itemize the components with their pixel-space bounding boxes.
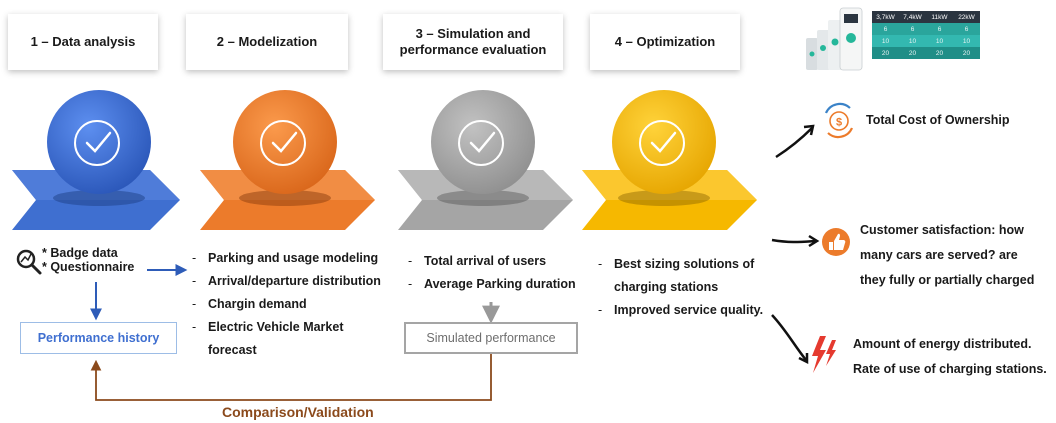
check-icon: [458, 120, 504, 166]
list-item: Best sizing solutions of: [598, 253, 778, 276]
energy-line: Rate of use of charging stations.: [853, 362, 1047, 376]
table-cell: 20: [962, 49, 971, 57]
table-cell: 20: [881, 49, 890, 57]
tco-label: Total Cost of Ownership: [866, 113, 1010, 127]
magnifier-chart-icon: [16, 249, 42, 275]
list-item: Average Parking duration: [408, 273, 598, 296]
list-item: Parking and usage modeling: [192, 247, 402, 270]
table-cell: 6: [910, 25, 915, 33]
list-item: Total arrival of users: [408, 250, 598, 273]
stage-3-circle: [431, 90, 535, 194]
table-cell: 20: [935, 49, 944, 57]
table-cell: 6: [883, 25, 888, 33]
badge-data-label: * Badge data: [42, 246, 118, 260]
tco-arrow: [775, 127, 813, 159]
table-header: 22kW: [958, 13, 975, 21]
lightning-icon: [812, 336, 836, 373]
stage-1-title: 1 – Data analysis: [8, 14, 158, 70]
check-icon: [639, 120, 685, 166]
performance-history-box: Performance history: [20, 322, 177, 354]
stage-3-title: 3 – Simulation and performance evaluatio…: [383, 14, 563, 70]
stage-3-graphic: [398, 90, 573, 230]
table-cell: 6: [937, 25, 942, 33]
modelization-list: Parking and usage modeling Arrival/depar…: [192, 247, 402, 362]
data-sources: * Badge data * Questionnaire: [42, 246, 134, 274]
thumbs-up-icon: [822, 228, 850, 256]
list-item: Arrival/departure distribution: [192, 270, 402, 293]
stage-2-title: 2 – Modelization: [186, 14, 348, 70]
optimization-list: Best sizing solutions of charging statio…: [598, 253, 778, 322]
satisfaction-line: many cars are served? are: [860, 248, 1018, 262]
list-item: Chargin demand: [192, 293, 402, 316]
table-cell: 10: [935, 37, 944, 45]
satisfaction-arrow: [771, 238, 816, 244]
stage-4-graphic: [582, 90, 757, 230]
table-header: 11kW: [931, 13, 948, 21]
table-cell: 10: [908, 37, 917, 45]
satisfaction-line: Customer satisfaction: how: [860, 223, 1024, 237]
list-item: charging stations: [614, 280, 719, 294]
stage-2-graphic: [200, 90, 375, 230]
validation-label: Comparison/Validation: [222, 404, 374, 420]
stage-4-title: 4 – Optimization: [590, 14, 740, 70]
table-cell: 20: [908, 49, 917, 57]
dollar-cycle-icon: $: [824, 102, 854, 139]
table-header: 3,7kW: [876, 13, 895, 21]
stage-1-graphic: [12, 90, 180, 230]
simulation-list: Total arrival of users Average Parking d…: [408, 250, 598, 296]
list-item: Improved service quality.: [598, 299, 778, 322]
satisfaction-label: Customer satisfaction: how many cars are…: [860, 218, 1034, 293]
validation-loop-arrow: [90, 350, 492, 401]
check-icon: [74, 120, 120, 166]
stage-1-circle: [47, 90, 151, 194]
table-cell: 6: [964, 25, 969, 33]
check-icon: [260, 120, 306, 166]
simulated-performance-box: Simulated performance: [404, 322, 578, 354]
stage-4-circle: [612, 90, 716, 194]
energy-line: Amount of energy distributed.: [853, 337, 1032, 351]
list-item: forecast: [208, 343, 257, 357]
charger-power-table: 3,7kW 7,4kW 11kW 22kW 6 6 6 6 10 10 10 1…: [872, 11, 980, 59]
table-cell: 10: [962, 37, 971, 45]
list-item: Electric Vehicle Market: [192, 316, 402, 339]
questionnaire-label: * Questionnaire: [42, 260, 135, 274]
satisfaction-line: they fully or partially charged: [860, 273, 1035, 287]
energy-label: Amount of energy distributed. Rate of us…: [853, 332, 1047, 382]
table-header: 7,4kW: [903, 13, 922, 21]
stage-2-circle: [233, 90, 337, 194]
table-cell: 10: [881, 37, 890, 45]
svg-text:$: $: [836, 117, 842, 129]
charging-station-icon: [806, 7, 863, 71]
